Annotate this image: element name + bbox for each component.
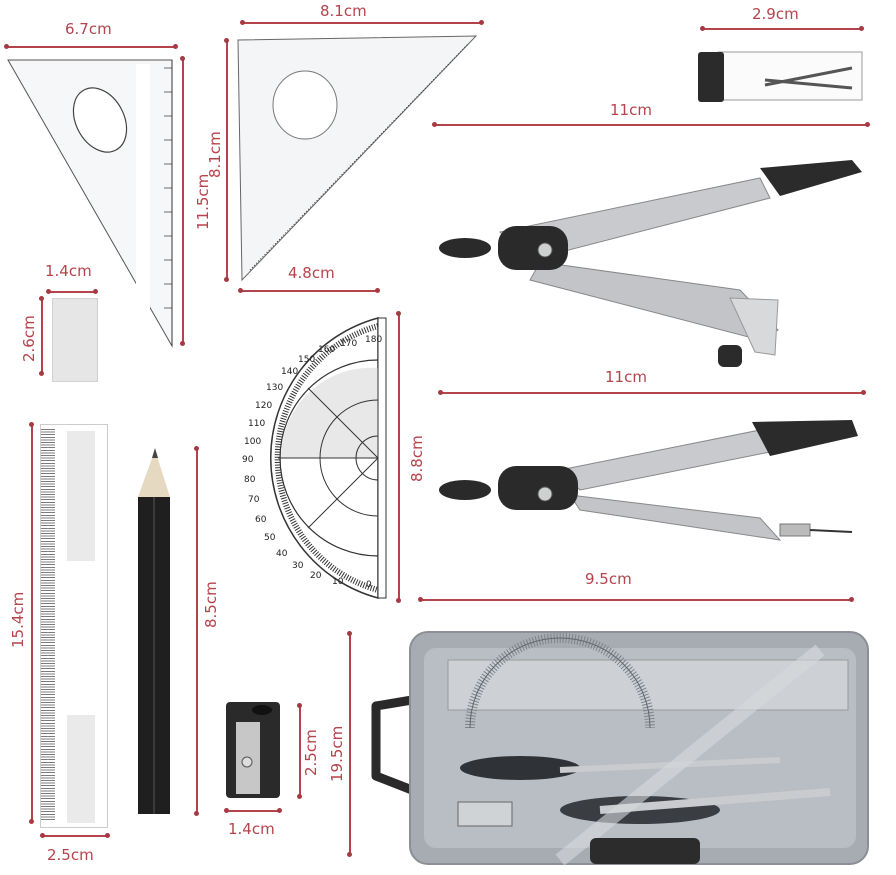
dimension-width-label: 11cm <box>610 101 652 119</box>
svg-text:180: 180 <box>365 335 382 345</box>
svg-text:70: 70 <box>248 495 260 505</box>
dimension-line <box>224 38 229 282</box>
svg-text:170: 170 <box>340 339 357 349</box>
dimension-width-label: 2.9cm <box>752 5 799 23</box>
dimension-line <box>347 631 352 857</box>
dimension-line <box>438 390 866 395</box>
dimension-bottom-label: 9.5cm <box>585 570 632 588</box>
svg-text:120: 120 <box>255 401 272 411</box>
dimension-width-label: 8.1cm <box>320 2 367 20</box>
svg-text:80: 80 <box>244 475 256 485</box>
dimension-line <box>4 44 178 49</box>
svg-text:140: 140 <box>281 367 298 377</box>
dimension-line <box>297 703 302 799</box>
dimension-base-label: 4.8cm <box>288 264 335 282</box>
dimension-line <box>29 422 34 824</box>
svg-text:160: 160 <box>318 345 335 355</box>
dimension-line <box>396 311 401 603</box>
dimension-line <box>700 26 864 31</box>
dimension-line <box>40 833 110 838</box>
dimension-line <box>46 289 98 294</box>
eraser-shape <box>52 298 98 382</box>
svg-text:90: 90 <box>242 455 254 465</box>
dimension-width-label: 1.4cm <box>45 262 92 280</box>
svg-text:30: 30 <box>292 561 304 571</box>
dimension-line <box>39 296 44 376</box>
dimension-width-label: 2.5cm <box>47 846 94 864</box>
dimension-line <box>224 808 282 813</box>
svg-text:150: 150 <box>298 355 315 365</box>
ruler-shape <box>40 424 108 828</box>
dimension-line <box>194 446 199 816</box>
svg-text:130: 130 <box>266 383 283 393</box>
dimension-width-label: 11cm <box>605 368 647 386</box>
svg-text:110: 110 <box>248 419 265 429</box>
svg-text:10: 10 <box>332 577 344 587</box>
dimension-width-label: 1.4cm <box>228 820 275 838</box>
dimension-line <box>240 20 484 25</box>
svg-text:20: 20 <box>310 571 322 581</box>
dimension-line <box>418 597 854 602</box>
svg-text:100: 100 <box>244 437 261 447</box>
dimension-line <box>432 122 870 127</box>
dimension-line <box>238 288 380 293</box>
dimension-line <box>180 56 185 346</box>
svg-text:60: 60 <box>255 515 267 525</box>
svg-text:40: 40 <box>276 549 288 559</box>
dimension-width-label: 6.7cm <box>65 20 112 38</box>
svg-text:50: 50 <box>264 533 276 543</box>
svg-text:0: 0 <box>366 580 372 590</box>
